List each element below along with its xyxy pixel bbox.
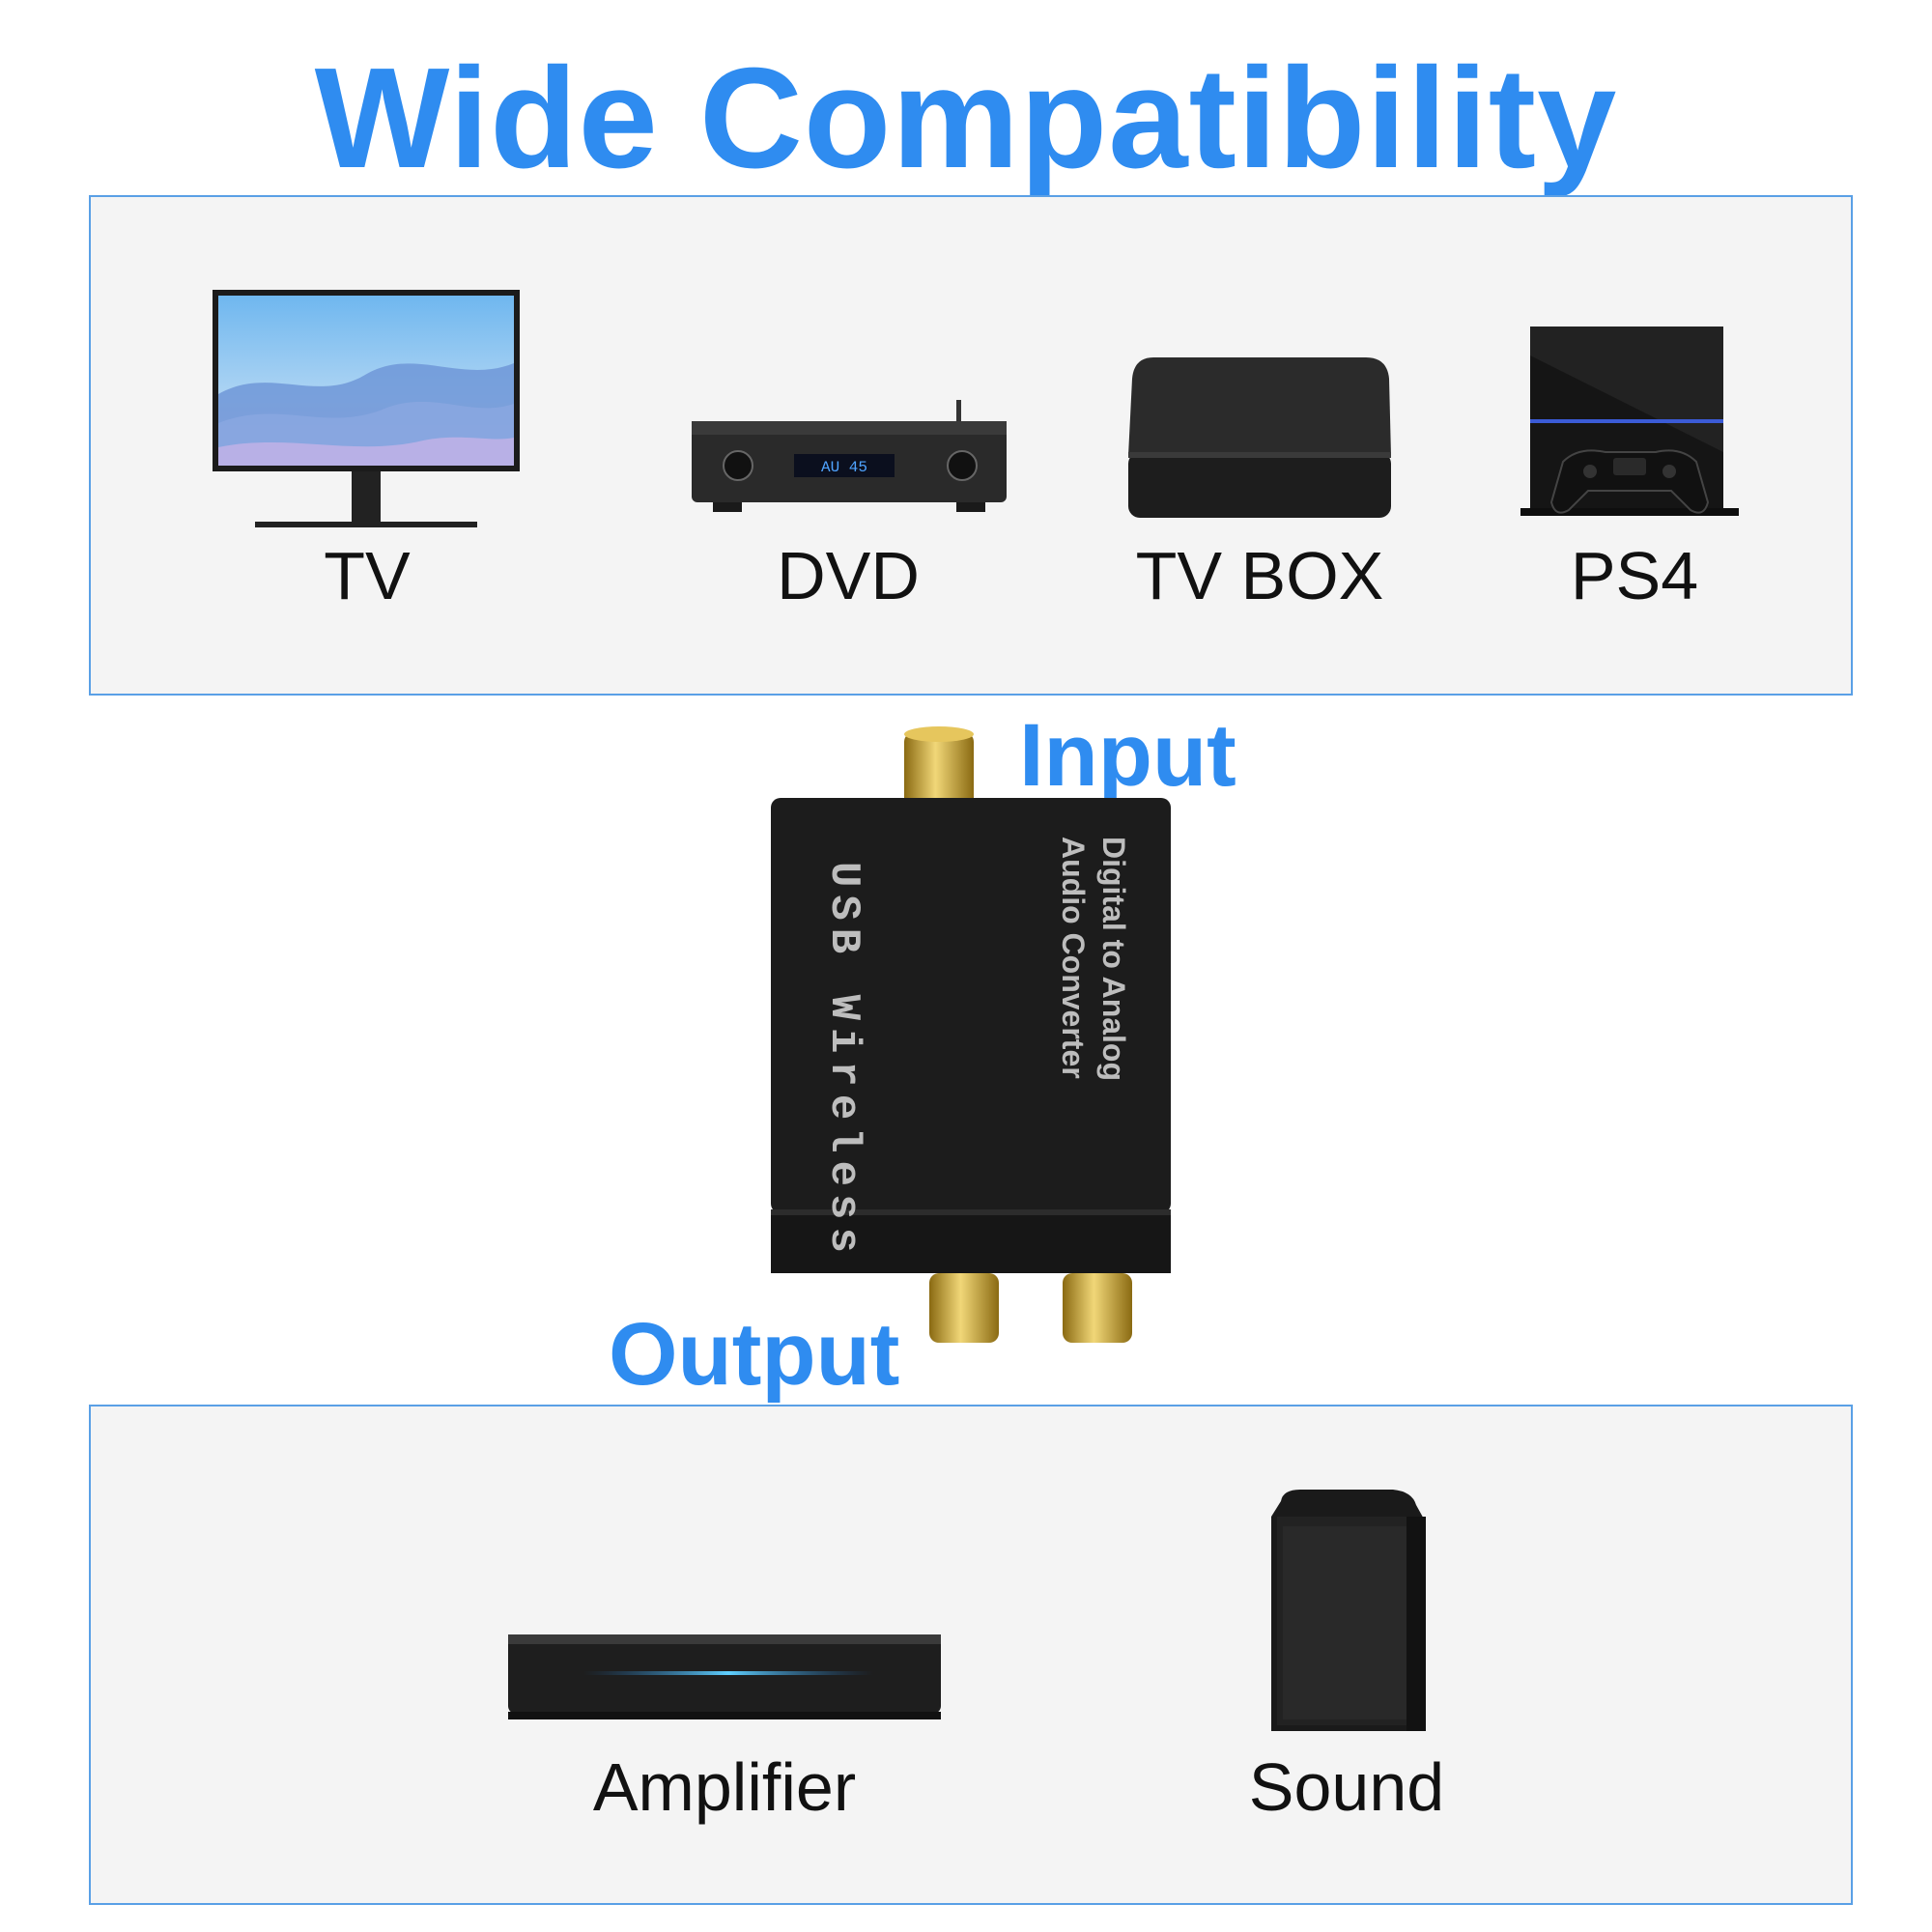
converter-main-text: Digital to Analog Audio Converter <box>1053 837 1134 1081</box>
page-title: Wide Compatibility <box>314 39 1618 198</box>
converter-device-icon <box>771 726 1171 1343</box>
receiver-display-text: AU 45 <box>821 459 867 476</box>
device-label-tv-box: TV BOX <box>1135 538 1384 613</box>
converter-main-text-line2: Audio Converter <box>1056 837 1091 1079</box>
device-label-dvd: DVD <box>777 538 920 613</box>
device-label-sound: Sound <box>1248 1749 1445 1825</box>
converter-side-text: USB Wireless <box>819 862 867 1261</box>
input-devices-panel: TV AU 45 DVD TV BOX PS4 <box>89 195 1853 696</box>
tv-box-icon <box>1128 357 1391 518</box>
output-devices-panel: Amplifier Sound <box>89 1405 1853 1905</box>
output-label: Output <box>609 1305 900 1404</box>
ps4-console-icon <box>1520 327 1739 516</box>
av-receiver-icon: AU 45 <box>692 400 1007 512</box>
device-label-ps4: PS4 <box>1570 538 1699 613</box>
device-label-amplifier: Amplifier <box>592 1749 857 1825</box>
speaker-icon <box>1271 1490 1426 1731</box>
input-label: Input <box>1019 706 1236 805</box>
converter-main-text-line1: Digital to Analog <box>1096 837 1131 1082</box>
tv-monitor-icon <box>213 290 520 527</box>
amplifier-icon <box>508 1634 941 1719</box>
device-label-tv: TV <box>324 538 411 613</box>
